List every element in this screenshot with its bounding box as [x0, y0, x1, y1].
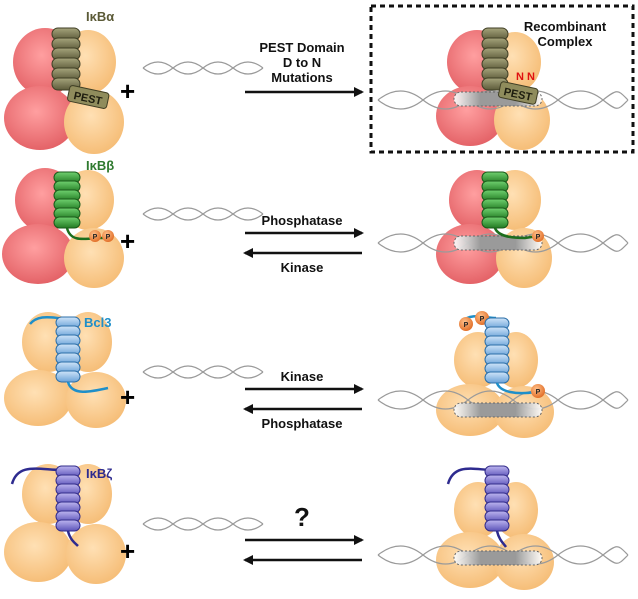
arrow-label-phosphatase-3: Phosphatase — [262, 416, 343, 431]
bcl3-c-tail — [66, 381, 109, 393]
bcl3-label: Bcl3 — [84, 315, 111, 330]
svg-text:P: P — [464, 322, 469, 329]
ikbz-ankyrin-coil — [55, 465, 81, 532]
plus-sign-4: + — [120, 536, 135, 566]
dna-binding-site-3 — [453, 402, 543, 418]
bcl3-ankyrin-coil-bound — [484, 317, 510, 384]
arrow-label-unknown-4: ? — [294, 502, 310, 532]
arrow-label-mutations: Mutations — [271, 70, 332, 85]
pest-label-left: PEST — [72, 90, 103, 108]
svg-text:P: P — [536, 234, 541, 241]
ikbz-c-tail — [66, 530, 79, 547]
ikbz-label: IκBζ — [86, 466, 112, 481]
ikba-dna-bound-complex: PEST N N — [377, 27, 629, 150]
ikba-ankyrin-coil — [51, 27, 81, 91]
bcl3-free-complex — [4, 312, 126, 428]
recombinant-title-line1: Recombinant — [524, 19, 607, 34]
ikbb-label: IκBβ — [86, 158, 114, 173]
svg-text:P: P — [480, 316, 485, 323]
svg-text:P: P — [106, 234, 111, 241]
ikbz-free-complex — [4, 464, 126, 584]
dna-free-2 — [142, 207, 264, 221]
svg-text:P: P — [93, 234, 98, 241]
mutation-label-nn: N N — [516, 71, 535, 83]
plus-sign-1: + — [120, 76, 135, 106]
dna-free-4 — [142, 517, 264, 531]
pest-domain-right: PEST — [498, 81, 539, 105]
ikba-label: IκBα — [86, 9, 114, 24]
dna-binding-site-2 — [453, 235, 543, 251]
phospho-site-1 — [89, 230, 101, 242]
row-ikbz: IκBζ + ? — [4, 464, 629, 590]
dna-binding-site-4 — [453, 550, 543, 566]
ikbb-free-complex: P P — [2, 168, 124, 288]
row-ikba: PEST IκBα + PEST Domain D to N Mutations… — [4, 4, 635, 154]
arrow-label-kinase-3: Kinase — [281, 369, 324, 384]
arrow-label-d-to-n: D to N — [283, 55, 321, 70]
ikbb-dna-bound-complex: P — [377, 170, 629, 288]
plus-sign-3: + — [120, 382, 135, 412]
row-ikbb: P P IκBβ + Phosphatase Kinase — [2, 158, 629, 288]
bcl3-dna-bound-complex: P P P — [377, 311, 629, 438]
phospho-site-bound-2 — [532, 230, 544, 242]
recombinant-complex-box — [369, 4, 635, 154]
p50-subunit-red-lower — [4, 86, 76, 150]
ikbb-ankyrin-coil-bound — [481, 171, 509, 229]
ikba-free-complex: PEST — [4, 27, 124, 154]
ikbz-ankyrin-coil-bound — [484, 465, 510, 532]
arrow-label-phosphatase-2: Phosphatase — [262, 213, 343, 228]
row-bcl3: Bcl3 + Kinase Phosphatase P P — [4, 311, 629, 438]
recombinant-title-line2: Complex — [538, 34, 594, 49]
ikbb-ankyrin-coil — [53, 171, 81, 229]
phospho-site-2 — [102, 230, 114, 242]
phospho-site-bound-3a — [459, 317, 473, 331]
arrow-label-kinase-2: Kinase — [281, 260, 324, 275]
arrow-label-pest-domain: PEST Domain — [259, 40, 344, 55]
svg-text:P: P — [536, 389, 541, 396]
p65-subunit-orange-lower — [64, 90, 124, 154]
plus-sign-2: + — [120, 226, 135, 256]
phospho-site-bound-3c — [531, 384, 545, 398]
pest-label-right: PEST — [502, 86, 533, 104]
ikba-ankyrin-coil-bound — [481, 27, 509, 91]
dna-free-1 — [142, 61, 264, 75]
dna-free-3 — [142, 365, 264, 379]
ikbz-dna-bound-complex — [377, 465, 629, 590]
bcl3-ankyrin-coil — [55, 316, 81, 383]
pest-domain-left: PEST — [67, 85, 110, 109]
